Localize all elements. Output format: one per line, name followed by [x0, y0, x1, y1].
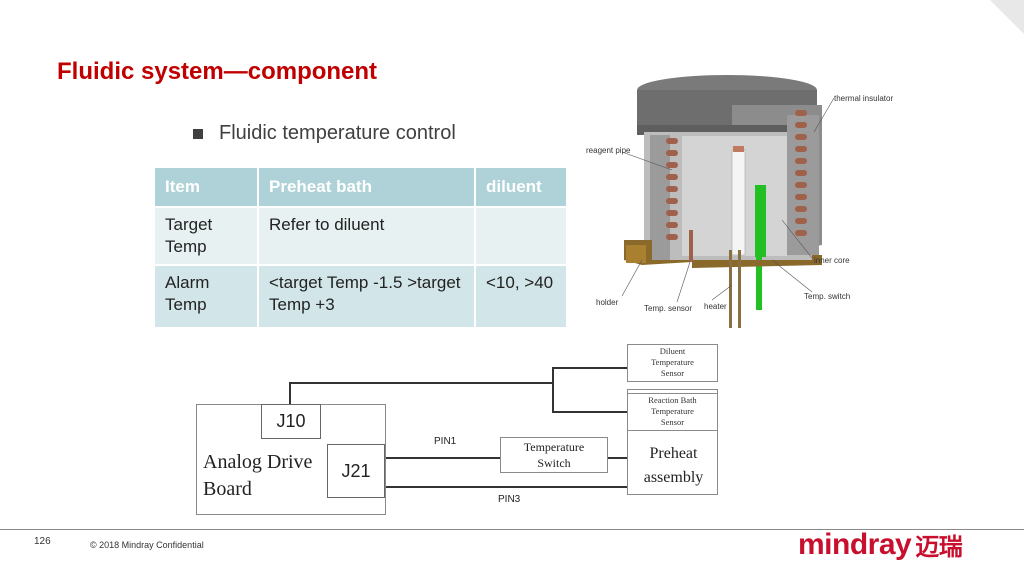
table-header-row: Item Preheat bath diluent [155, 168, 568, 207]
table-header: Preheat bath [258, 168, 476, 207]
reaction-bath-sensor-label: Reaction Bath Temperature Sensor [648, 395, 697, 428]
label-temp-sensor: Temp. sensor [644, 304, 693, 313]
table-cell: Alarm Temp [155, 264, 259, 328]
preheat-assembly-label: Preheat assembly [643, 445, 704, 486]
page-corner [990, 0, 1024, 34]
reaction-bath-sensor-box: Reaction Bath Temperature Sensor [627, 393, 718, 431]
page-number: 126 [34, 536, 51, 547]
pin3-label: PIN3 [498, 494, 521, 505]
copyright-text: © 2018 Mindray Confidential [90, 540, 204, 550]
preheat-bath-illustration: thermal insulator reagent pipe inner cor… [582, 70, 904, 328]
temperature-table: Item Preheat bath diluent Target Temp Re… [155, 168, 568, 328]
label-temp-switch: Temp. switch [804, 292, 851, 301]
connector-j10: J10 [261, 404, 321, 439]
table-header: Item [155, 168, 259, 207]
table-row: Target Temp Refer to diluent [155, 205, 568, 266]
table-cell: <target Temp -1.5 >target Temp +3 [258, 264, 476, 328]
board-label: Analog Drive Board [203, 451, 313, 500]
connector-j10-label: J10 [276, 411, 306, 431]
diluent-sensor-label: Diluent Temperature Sensor [651, 346, 694, 379]
bullet-text: Fluidic temperature control [219, 122, 456, 144]
temperature-switch-label: Temperature Switch [523, 440, 585, 470]
connector-j21: J21 [327, 444, 385, 498]
bullet-point: Fluidic temperature control [193, 122, 456, 145]
table-row: Alarm Temp <target Temp -1.5 >target Tem… [155, 264, 568, 328]
label-reagent-pipe: reagent pipe [586, 146, 631, 155]
footer-divider [0, 529, 1024, 530]
table-header: diluent [475, 168, 568, 207]
logo-chinese-text: 迈瑞 [915, 534, 963, 561]
bullet-square-icon [193, 128, 203, 139]
table-cell: Refer to diluent [258, 205, 476, 266]
table-cell: <10, >40 [475, 264, 568, 328]
logo-text: mindray [798, 527, 912, 561]
label-heater: heater [704, 302, 727, 311]
preheat-bath-drawing [621, 75, 835, 328]
label-thermal-insulator: thermal insulator [834, 94, 894, 103]
label-inner-core: inner core [814, 256, 850, 265]
pin1-label: PIN1 [434, 436, 457, 447]
table-cell: Target Temp [155, 205, 259, 266]
mindray-logo: mindray 迈瑞 [798, 527, 963, 562]
slide-title: Fluidic system—component [57, 58, 378, 85]
label-holder: holder [596, 298, 619, 307]
table-cell [475, 205, 568, 266]
diluent-sensor-box: Diluent Temperature Sensor [627, 344, 718, 382]
temperature-switch-box: Temperature Switch [500, 437, 608, 473]
connector-j21-label: J21 [341, 461, 371, 481]
